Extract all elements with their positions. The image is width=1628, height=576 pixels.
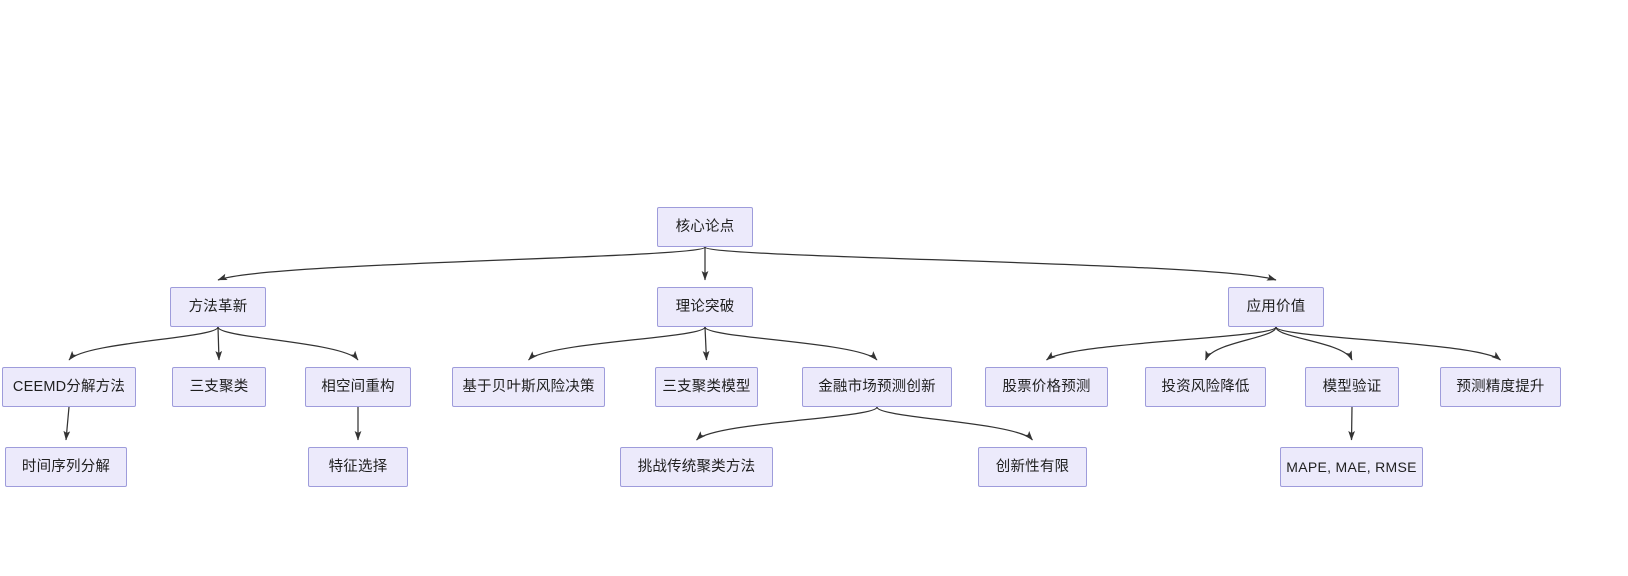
node-bayes[interactable]: 基于贝叶斯风险决策 [452,367,605,407]
node-validate[interactable]: 模型验证 [1305,367,1399,407]
node-label: 三支聚类模型 [662,378,751,395]
node-tsdecomp[interactable]: 时间序列分解 [5,447,127,487]
node-accuracy[interactable]: 预测精度提升 [1440,367,1561,407]
edge-value-to-stock [1046,326,1277,361]
node-cluster3[interactable]: 三支聚类 [172,367,266,407]
node-theory[interactable]: 理论突破 [657,287,753,327]
edge-method-to-ceemd [68,326,219,361]
edge-validate-to-metrics [1348,406,1356,441]
edge-theory-to-fintech [704,326,878,361]
node-fintech[interactable]: 金融市场预测创新 [802,367,952,407]
node-label: CEEMD分解方法 [12,378,126,395]
edges-group [63,246,1501,441]
edge-method-to-cluster3 [215,326,223,361]
node-label: 投资风险降低 [1161,378,1250,395]
node-label: 相空间重构 [321,378,395,395]
node-label: 三支聚类 [189,378,249,395]
node-label: 理论突破 [675,298,735,315]
node-method[interactable]: 方法革新 [170,287,266,327]
node-label: 应用价值 [1246,298,1306,315]
edge-value-to-validate [1275,326,1353,361]
node-riskdown[interactable]: 投资风险降低 [1145,367,1266,407]
node-challenge[interactable]: 挑战传统聚类方法 [620,447,773,487]
node-stock[interactable]: 股票价格预测 [985,367,1108,407]
edge-value-to-riskdown [1204,326,1277,361]
edge-method-to-phase [217,326,359,361]
edge-value-to-accuracy [1275,326,1501,361]
edge-root-to-value [704,246,1277,281]
node-label: 核心论点 [675,218,735,235]
node-label: MAPE, MAE, RMSE [1286,459,1417,475]
node-label: 基于贝叶斯风险决策 [462,378,595,395]
edge-root-to-method [217,246,706,281]
node-limited[interactable]: 创新性有限 [978,447,1087,487]
edge-ceemd-to-tsdecomp [63,406,71,441]
node-label: 模型验证 [1322,378,1382,395]
node-root[interactable]: 核心论点 [657,207,753,247]
node-label: 时间序列分解 [21,458,111,475]
node-label: 创新性有限 [995,458,1070,475]
node-label: 挑战传统聚类方法 [637,458,756,475]
node-phase[interactable]: 相空间重构 [305,367,411,407]
edge-theory-to-c3model [702,326,710,361]
node-featsel[interactable]: 特征选择 [308,447,408,487]
node-label: 股票价格预测 [1002,378,1091,395]
node-label: 特征选择 [328,458,388,475]
node-label: 方法革新 [188,298,248,315]
node-label: 预测精度提升 [1456,378,1545,395]
node-label: 金融市场预测创新 [818,378,936,395]
node-c3model[interactable]: 三支聚类模型 [655,367,758,407]
edge-theory-to-bayes [528,326,706,361]
node-metrics[interactable]: MAPE, MAE, RMSE [1280,447,1423,487]
edge-fintech-to-limited [876,406,1033,441]
node-ceemd[interactable]: CEEMD分解方法 [2,367,136,407]
edge-fintech-to-challenge [696,406,878,441]
node-value[interactable]: 应用价值 [1228,287,1324,327]
